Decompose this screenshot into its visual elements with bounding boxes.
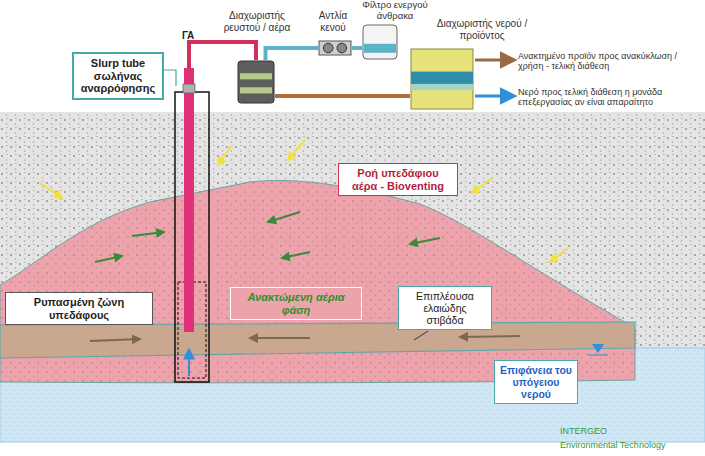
vacuum-pump: Αντλία κενού (318, 40, 352, 56)
carbon-filter-shape (362, 24, 398, 60)
pipe-connector (275, 94, 410, 98)
pipe-connector (352, 46, 362, 50)
output-note: Ανακτημένο προϊόν προς ανακύκλωση / χρήσ… (518, 51, 700, 72)
bioventing-box: Ροή υπεδάφιου αέρα - Bioventing (338, 163, 458, 196)
valve-tag: ΓΑ (182, 30, 206, 42)
vacuum-pump-shape (318, 40, 352, 56)
zone-box: Ρυπασμένη ζώνη υπεδάφους (5, 292, 153, 325)
box-label: Slurp tube σωλήνας αναρρόφησης (79, 57, 157, 95)
box-label: Ροή υπεδάφιου αέρα - Bioventing (344, 167, 452, 192)
water-table-box: Επιφάνεια του υπόγειου νερού (494, 360, 578, 404)
box-label: Επιπλέουσα ελαιώδης στιβάδα (404, 290, 486, 326)
callout-box: Slurp tube σωλήνας αναρρόφησης (72, 52, 164, 100)
water-product-separator-shape (410, 48, 474, 110)
box-label: Ρυπασμένη ζώνη υπεδάφους (11, 296, 147, 321)
fluid-air-separator: Διαχωριστής ρευστού / αέρα (237, 60, 275, 104)
carbon-filter: Φίλτρο ενεργού άνθρακα (362, 24, 398, 60)
watermark: Environmental Technology (560, 440, 700, 450)
equipment-label: Διαχωριστής νερού / προϊόντος (436, 18, 528, 41)
oil-layer-box: Επιπλέουσα ελαιώδης στιβάδα (398, 286, 492, 330)
box-label: Ανακτώμενη αέρια φάση (236, 291, 356, 316)
equipment-label: Αντλία κενού (310, 10, 356, 33)
pipe-connector (266, 48, 319, 60)
box-label: Επιφάνεια του υπόγειου νερού (500, 364, 572, 400)
equipment-label: Φίλτρο ενεργού άνθρακα (358, 0, 432, 22)
equipment-label: Διαχωριστής ρευστού / αέρα (214, 10, 300, 33)
gas-phase-box: Ανακτώμενη αέρια φάση (230, 287, 362, 320)
watermark: INTERGEO (560, 426, 700, 436)
output-note: Νερό προς τελική διάθεση η μονάδα επεξερ… (518, 87, 700, 108)
water-product-separator: Διαχωριστής νερού / προϊόντος (410, 48, 474, 110)
fluid-air-separator-shape (237, 60, 275, 104)
